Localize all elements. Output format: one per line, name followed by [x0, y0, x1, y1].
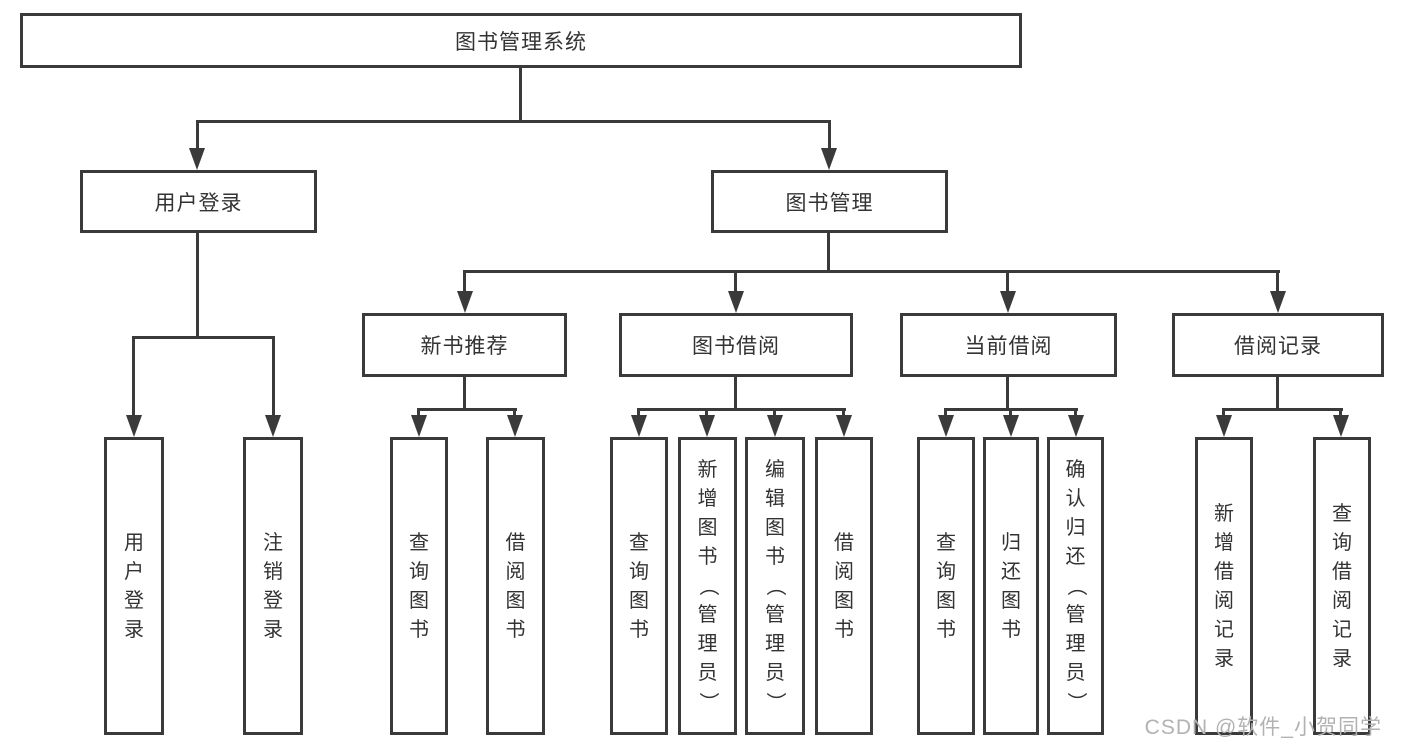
node-leaf-borrow-books-recommendation: 借阅图书: [486, 437, 545, 735]
node-leaf-logout: 注销登录: [243, 437, 303, 735]
node-leaf-query-books-borrowing: 查询图书: [610, 437, 668, 735]
connector-line: [1222, 408, 1225, 417]
arrowhead-down-icon: [699, 415, 715, 437]
node-user-login: 用户登录: [80, 170, 317, 233]
connector-line: [513, 408, 516, 417]
node-leaf-add-borrow-record: 新增借阅记录: [1195, 437, 1253, 735]
arrowhead-down-icon: [411, 415, 427, 437]
node-label: 查询图书: [409, 531, 429, 641]
connector-line: [1074, 408, 1077, 417]
connector-line: [734, 270, 737, 294]
connector-line: [637, 408, 640, 417]
connector-line: [417, 408, 420, 417]
node-label: 当前借阅: [964, 335, 1053, 358]
connector-line: [196, 120, 199, 150]
node-label: 确认归还（管理员）: [1064, 459, 1087, 712]
arrowhead-down-icon: [1270, 291, 1286, 313]
connector-line: [1276, 270, 1279, 294]
node-leaf-edit-book-admin: 编辑图书（管理员）: [745, 437, 805, 735]
node-label: 编辑图书（管理员）: [764, 459, 786, 712]
arrowhead-down-icon: [265, 415, 281, 437]
arrowhead-down-icon: [126, 415, 142, 437]
connector-line: [705, 408, 708, 417]
node-label: 新增图书（管理员）: [696, 459, 719, 712]
connector-line: [1006, 377, 1009, 410]
node-label: 借阅记录: [1234, 335, 1322, 358]
connector-line: [1009, 408, 1012, 417]
arrowhead-down-icon: [821, 148, 837, 170]
connector-line: [827, 233, 830, 272]
node-label: 查询图书: [629, 531, 649, 641]
connector-line: [463, 377, 466, 410]
node-leaf-user-login: 用户登录: [104, 437, 164, 735]
node-label: 图书借阅: [692, 335, 780, 358]
node-leaf-return-book: 归还图书: [983, 437, 1039, 735]
connector-line: [272, 336, 275, 417]
connector-line: [519, 68, 522, 120]
connector-line: [1222, 408, 1343, 411]
arrowhead-down-icon: [189, 148, 205, 170]
node-borrowing-records: 借阅记录: [1172, 313, 1384, 377]
arrowhead-down-icon: [1003, 415, 1019, 437]
node-leaf-query-books-current: 查询图书: [917, 437, 975, 735]
node-leaf-query-borrow-record: 查询借阅记录: [1313, 437, 1371, 735]
node-book-management: 图书管理: [711, 170, 948, 233]
connector-line: [463, 270, 1280, 273]
connector-line: [842, 408, 845, 417]
connector-line: [196, 120, 831, 123]
connector-line: [463, 270, 466, 294]
arrowhead-down-icon: [836, 415, 852, 437]
arrowhead-down-icon: [1068, 415, 1084, 437]
connector-line: [828, 120, 831, 150]
connector-line: [1339, 408, 1342, 417]
connector-line: [417, 408, 517, 411]
connector-line: [734, 377, 737, 410]
node-book-borrowing: 图书借阅: [619, 313, 853, 377]
arrowhead-down-icon: [1000, 291, 1016, 313]
connector-line: [637, 408, 846, 411]
node-label: 借阅图书: [505, 531, 526, 641]
arrowhead-down-icon: [1333, 415, 1349, 437]
node-label: 图书管理: [785, 191, 874, 215]
csdn-watermark: CSDN @软件_小贺同学: [1144, 716, 1382, 739]
node-label: 新书推荐: [420, 335, 509, 358]
node-label: 新增借阅记录: [1214, 502, 1234, 670]
arrowhead-down-icon: [507, 415, 523, 437]
connector-line: [944, 408, 947, 417]
connector-line: [1276, 377, 1279, 410]
node-new-book-recommendation: 新书推荐: [362, 313, 567, 377]
node-leaf-add-book-admin: 新增图书（管理员）: [678, 437, 737, 735]
node-label: 借阅图书: [834, 531, 854, 641]
arrowhead-down-icon: [631, 415, 647, 437]
node-label: 用户登录: [154, 191, 243, 215]
arrowhead-down-icon: [938, 415, 954, 437]
node-library-management-system: 图书管理系统: [20, 13, 1022, 68]
arrowhead-down-icon: [767, 415, 783, 437]
connector-line: [196, 233, 199, 336]
node-leaf-borrow-books-borrowing: 借阅图书: [815, 437, 873, 735]
connector-line: [773, 408, 776, 417]
node-current-borrowing: 当前借阅: [900, 313, 1117, 377]
node-label: 用户登录: [124, 531, 144, 641]
node-label: 归还图书: [1001, 531, 1021, 641]
node-label: 图书管理系统: [455, 30, 587, 54]
arrowhead-down-icon: [728, 291, 744, 313]
arrowhead-down-icon: [1216, 415, 1232, 437]
connector-line: [1006, 270, 1009, 294]
connector-line: [132, 336, 135, 417]
node-leaf-confirm-return-admin: 确认归还（管理员）: [1047, 437, 1104, 735]
node-label: 查询图书: [936, 531, 956, 641]
connector-line: [132, 336, 275, 339]
node-label: 查询借阅记录: [1332, 502, 1352, 670]
node-label: 注销登录: [263, 531, 283, 641]
arrowhead-down-icon: [457, 291, 473, 313]
node-leaf-query-books-recommendation: 查询图书: [390, 437, 448, 735]
